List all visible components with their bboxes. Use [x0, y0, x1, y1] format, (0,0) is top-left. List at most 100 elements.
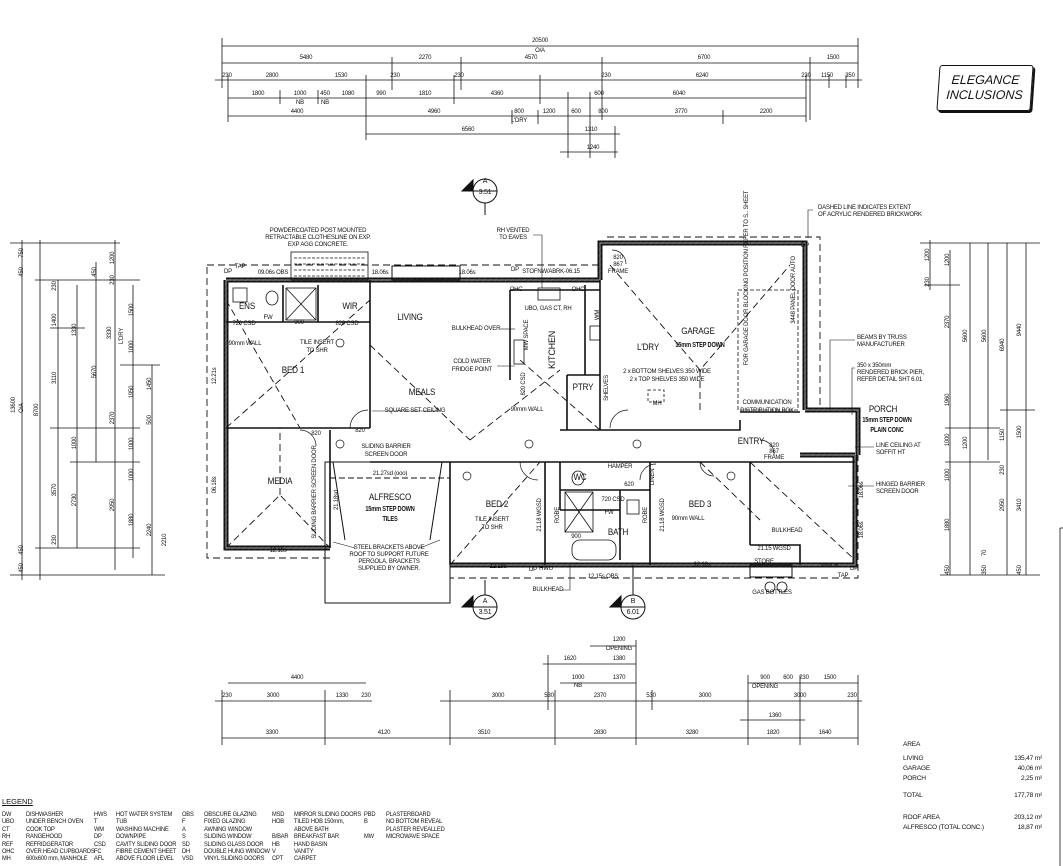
annotation-note: SUPPLIED BY OWNER. [358, 566, 420, 572]
legend-abbreviation: A [182, 825, 186, 833]
legend-description: FIBRE CEMENT SHEET [116, 848, 177, 855]
sink [513, 339, 525, 365]
legend-description: OVER HEAD CUPBOARDS [26, 848, 95, 855]
room-label-media: MEDIA [267, 476, 293, 487]
bottom-dimension-label: 1620 [563, 656, 577, 662]
annotation-note: 867 [769, 449, 779, 455]
top-dimension-label: 2200 [759, 109, 773, 115]
room-label-bath: BATH [607, 527, 629, 538]
bottom-dimension-label: 530 [544, 693, 554, 699]
area-row-value: 177,78 m² [1014, 792, 1042, 799]
right-dimension-label: 450 [1017, 565, 1023, 575]
annotation-note: 18.06s [859, 481, 865, 499]
annotation-note: COMMUNICATION [742, 400, 792, 406]
area-row-value: 203,12 m² [1014, 814, 1042, 821]
legend-description: MIRROR SLIDING DOORS [294, 811, 362, 818]
top-dimension-label: 990 [376, 91, 386, 97]
annotation-note: ROOF TO SUPPORT FUTURE [349, 552, 429, 558]
top-dimension-label: 1800 [251, 91, 265, 97]
bottom-dimension-label: 3280 [685, 730, 699, 736]
legend-description: MICROWAVE SPACE [386, 833, 440, 841]
legend-abbreviation: FC [94, 848, 102, 855]
bottom-dimension-label: 3000 [266, 693, 280, 699]
legend-abbreviation: T [94, 818, 98, 826]
annotation-note: HINGED BARRIER [876, 482, 925, 488]
bottom-dimension-label: 3300 [265, 730, 279, 736]
legend-description: DOWNPIPE [116, 833, 146, 841]
room-label-alfresco: ALFRESCO [368, 492, 412, 503]
legend-abbreviation: OHC [2, 848, 15, 855]
top-dimension-label: 3770 [674, 109, 688, 115]
top-dimension-label: 20500 [532, 38, 548, 44]
top-dimension-label: 1810 [418, 91, 432, 97]
annotation-note: 900 [294, 320, 304, 326]
annotation-note: 350 x 350mm [857, 363, 892, 369]
annotation-note: 820 CSD [521, 372, 527, 396]
legend-abbreviation: DW [2, 811, 12, 818]
legend-abbreviation: F [182, 818, 186, 826]
legend-description: ABOVE FLOOR LEVEL [116, 855, 174, 863]
top-dimension-label: 230 [601, 73, 611, 79]
section-marker-sheet: 6.01 [626, 609, 640, 616]
annotation-note: 18.06s [371, 270, 389, 276]
bottom-dimension-label: 1000 [571, 675, 585, 681]
area-row-label: GARAGE [903, 765, 931, 772]
annotation-note: FRAME [763, 455, 785, 461]
legend-description: REFRIDGERATOR [26, 840, 73, 848]
top-dimension-label: O/A [535, 48, 545, 54]
toilet-wc [571, 470, 585, 486]
legend-description: BREAKFAST BAR [294, 833, 339, 841]
left-dimension-label: 2730 [72, 493, 78, 507]
legend-abbreviation: RH [2, 833, 10, 841]
annotation-note: BEAMS BY TRUSS [857, 335, 907, 341]
annotation-note: WM [595, 309, 601, 321]
bottom-dimension-label: 1380 [612, 656, 626, 662]
legend-description: NO BOTTOM REVEAL [386, 818, 443, 826]
top-dimension-label: 1000 [293, 91, 307, 97]
left-dimension-label: 2370 [110, 411, 116, 425]
annotation-note: 09.06s OBS [257, 270, 289, 276]
bathtub [571, 539, 617, 561]
legend-description: FIXED GLAZING [204, 818, 246, 826]
shower-bath [564, 491, 594, 533]
room-label-bed2: BED 2 [485, 499, 509, 510]
legend-abbreviation: B/BAR [272, 833, 289, 841]
right-dimension-label: 230 [925, 277, 931, 287]
top-dimension-label: 6700 [697, 55, 711, 61]
annotation-note: OHC [509, 287, 523, 293]
bottom-dimension-label: 1370 [612, 675, 626, 681]
legend-abbreviation: V [272, 848, 276, 855]
legend-abbreviation: REF [2, 840, 13, 848]
room-label-wc: WC [573, 472, 587, 483]
top-dimension-label: 2800 [265, 73, 279, 79]
annotation-note: ROBE [555, 506, 561, 524]
annotation-note: DISTRIBUTION BOX [740, 408, 794, 414]
annotation-note: 820 [613, 255, 623, 261]
bottom-dimension-label: 3000 [491, 693, 505, 699]
toilet-ens [265, 290, 279, 306]
annotation-note: TILE INSERT [299, 340, 335, 346]
bottom-dimension-label: 230 [222, 693, 232, 699]
room-label-bed3: BED 3 [688, 499, 712, 510]
left-dimension-label: 1400 [52, 313, 58, 327]
top-dimension-label: 1240 [586, 145, 600, 151]
annotation-note: OF ACRYLIC RENDERED BRICKWORK [818, 212, 922, 218]
annotation-note: HAMPER [607, 464, 633, 470]
top-dimension-label: 1200 [542, 109, 556, 115]
annotation-note: MH [652, 401, 662, 407]
top-dimension-label: 5480 [299, 55, 313, 61]
annotation-note: 12.18s [269, 548, 287, 554]
annotation-note: 18.06s [458, 270, 476, 276]
roofline-dashed [206, 236, 859, 579]
left-dimension-label: 1880 [129, 513, 135, 527]
annotation-note: 620 [624, 482, 634, 488]
annotation-note: TO SHR [306, 348, 328, 354]
right-dimension-label: 70 [982, 549, 988, 557]
legend-description: SLIDING WINDOW [204, 833, 252, 841]
annotation-note: DP [529, 567, 537, 573]
annotation-note: STORE [754, 559, 774, 565]
annotation-note: 12.18s [693, 562, 711, 568]
title-line-2: INCLUSIONS [945, 88, 1024, 102]
annotation-note: 21.18sd [334, 490, 340, 510]
